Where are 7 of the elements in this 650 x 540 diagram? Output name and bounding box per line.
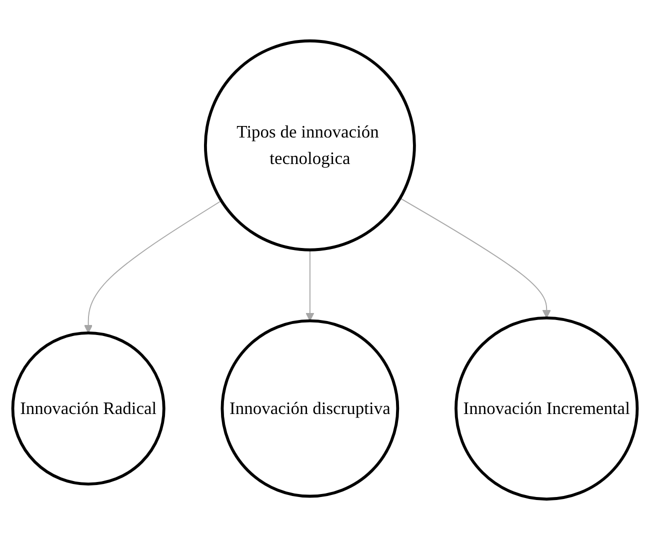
node-circle: Innovación Radical: [11, 332, 166, 486]
node-circle: Tipos de innovación tecnologica: [204, 39, 416, 252]
node-circle: Innovación discruptiva: [220, 319, 400, 498]
arrow: [84, 200, 222, 334]
node-circle: Innovación Incremental: [454, 316, 639, 501]
arrow: [306, 249, 314, 322]
arrow: [400, 198, 551, 318]
